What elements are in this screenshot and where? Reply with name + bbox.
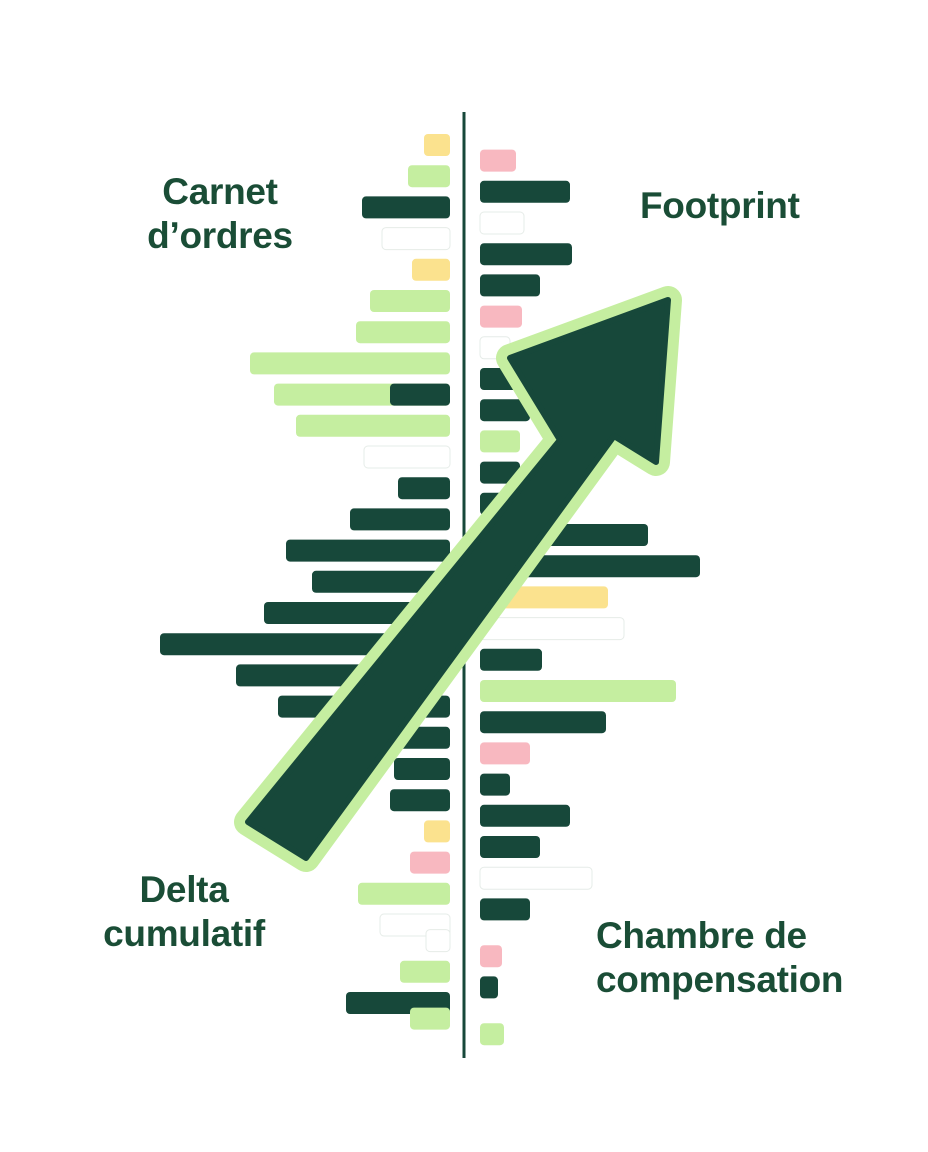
- bar-right-3: [480, 180, 570, 203]
- bar-right-1: [480, 149, 516, 172]
- bar-right-7: [480, 243, 572, 266]
- bar-left-24: [350, 508, 450, 531]
- bar-right-21: [480, 461, 520, 484]
- bar-right-19: [480, 430, 520, 453]
- bar-right-37: [480, 711, 606, 734]
- bar-left-4: [362, 196, 450, 219]
- arrow-body: [245, 297, 671, 861]
- bar-right-49: [480, 898, 530, 921]
- bar-right-31: [479, 617, 625, 641]
- bar-left-44: [424, 820, 450, 843]
- bar-left-6: [381, 227, 451, 251]
- bar-right-57: [480, 1023, 504, 1046]
- bar-right-11: [480, 305, 522, 328]
- bar-left-0: [424, 134, 450, 156]
- bar-right-41: [480, 773, 510, 796]
- bar-left-14: [250, 352, 450, 375]
- bar-left-10: [370, 290, 450, 312]
- bar-right-39: [480, 742, 530, 765]
- bar-right-45: [480, 836, 540, 858]
- bar-left-12: [356, 321, 450, 344]
- bar-left-2: [408, 165, 450, 188]
- bar-left-40: [394, 758, 450, 780]
- bar-right-9: [480, 274, 540, 297]
- bar-right-17: [480, 399, 530, 422]
- label-footprint: Footprint: [640, 185, 800, 226]
- up-right-arrow-icon: [234, 286, 682, 872]
- bar-left-8: [412, 258, 450, 281]
- bar-right-5: [479, 211, 525, 235]
- bar-left-42: [390, 789, 450, 812]
- bar-left-26: [286, 539, 450, 562]
- bar-right-33: [480, 648, 542, 671]
- bar-left-53: [400, 960, 450, 983]
- label-carnet-ordres: Carnet d’ordres: [147, 171, 293, 256]
- bar-left-22: [398, 477, 450, 500]
- bar-left-20: [363, 445, 451, 469]
- bar-left-28: [312, 570, 450, 593]
- label-chambre-compensation: Chambre de compensation: [596, 915, 844, 1000]
- bar-left-18: [296, 414, 450, 437]
- bar-right-47: [479, 866, 593, 890]
- bar-right-35: [480, 680, 676, 702]
- bar-inner-16: [390, 383, 450, 406]
- bar-left-56: [410, 1007, 450, 1030]
- bar-right-54: [480, 976, 498, 999]
- bar-left-51: [425, 929, 451, 953]
- bar-right-43: [480, 804, 570, 827]
- label-delta-cumulatif: Delta cumulatif: [103, 869, 265, 954]
- bar-left-48: [358, 882, 450, 905]
- bars-layer: [160, 134, 700, 1046]
- bar-left-46: [410, 851, 450, 874]
- bar-right-52: [480, 945, 502, 968]
